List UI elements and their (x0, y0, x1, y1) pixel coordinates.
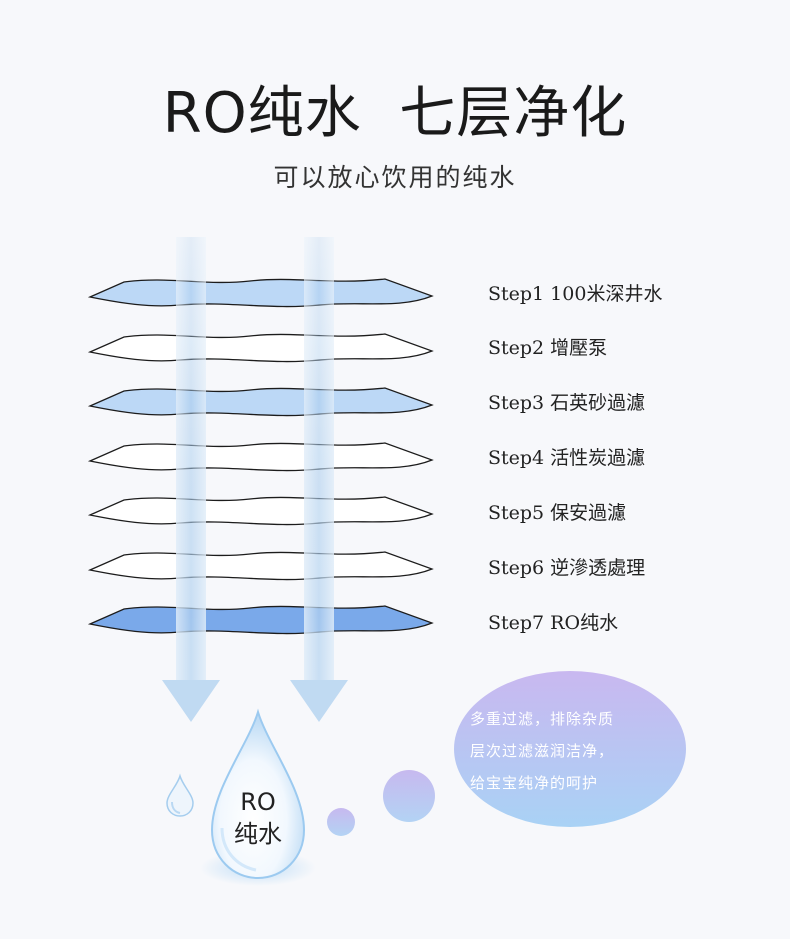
info-bubble-text: 多重过滤，排除杂质 层次过滤滋润洁净， 给宝宝纯净的呵护 (470, 703, 680, 799)
drop-label: RO 纯水 (212, 786, 304, 850)
step-label-2: Step2 增壓泵 (488, 337, 608, 359)
step-label-6: Step6 逆滲透處理 (488, 557, 646, 579)
ro-water-drop (200, 708, 316, 886)
decorative-orb-small (327, 808, 355, 836)
filter-layer-2 (87, 333, 434, 363)
filter-layer-1 (87, 278, 434, 308)
bubble-line-3: 给宝宝纯净的呵护 (470, 774, 599, 792)
water-stream-left (162, 237, 220, 722)
filter-layer-4 (87, 442, 434, 472)
step-label-1: Step1 100米深井水 (488, 283, 663, 305)
step-label-3: Step3 石英砂過濾 (488, 392, 646, 414)
page-subtitle: 可以放心饮用的纯水 (273, 163, 517, 192)
filter-layer-7 (87, 605, 434, 635)
small-water-drop-icon (166, 773, 194, 817)
drop-label-line-2: 纯水 (234, 820, 282, 848)
info-bubble (454, 671, 686, 827)
filter-layer-6 (87, 551, 434, 581)
step-label-4: Step4 活性炭過濾 (488, 447, 646, 469)
filter-layers (87, 278, 434, 635)
drop-label-line-1: RO (240, 788, 276, 816)
bubble-line-1: 多重过滤，排除杂质 (470, 710, 615, 728)
filter-layer-3 (87, 387, 434, 417)
decorative-orb-medium (383, 770, 435, 822)
bubble-line-2: 层次过滤滋润洁净， (470, 742, 615, 760)
filter-layer-5 (87, 496, 434, 526)
step-label-5: Step5 保安過濾 (488, 502, 627, 524)
water-stream-right (290, 237, 348, 722)
page-title: RO纯水 七层净化 (162, 81, 628, 146)
step-label-7: Step7 RO纯水 (488, 612, 619, 634)
